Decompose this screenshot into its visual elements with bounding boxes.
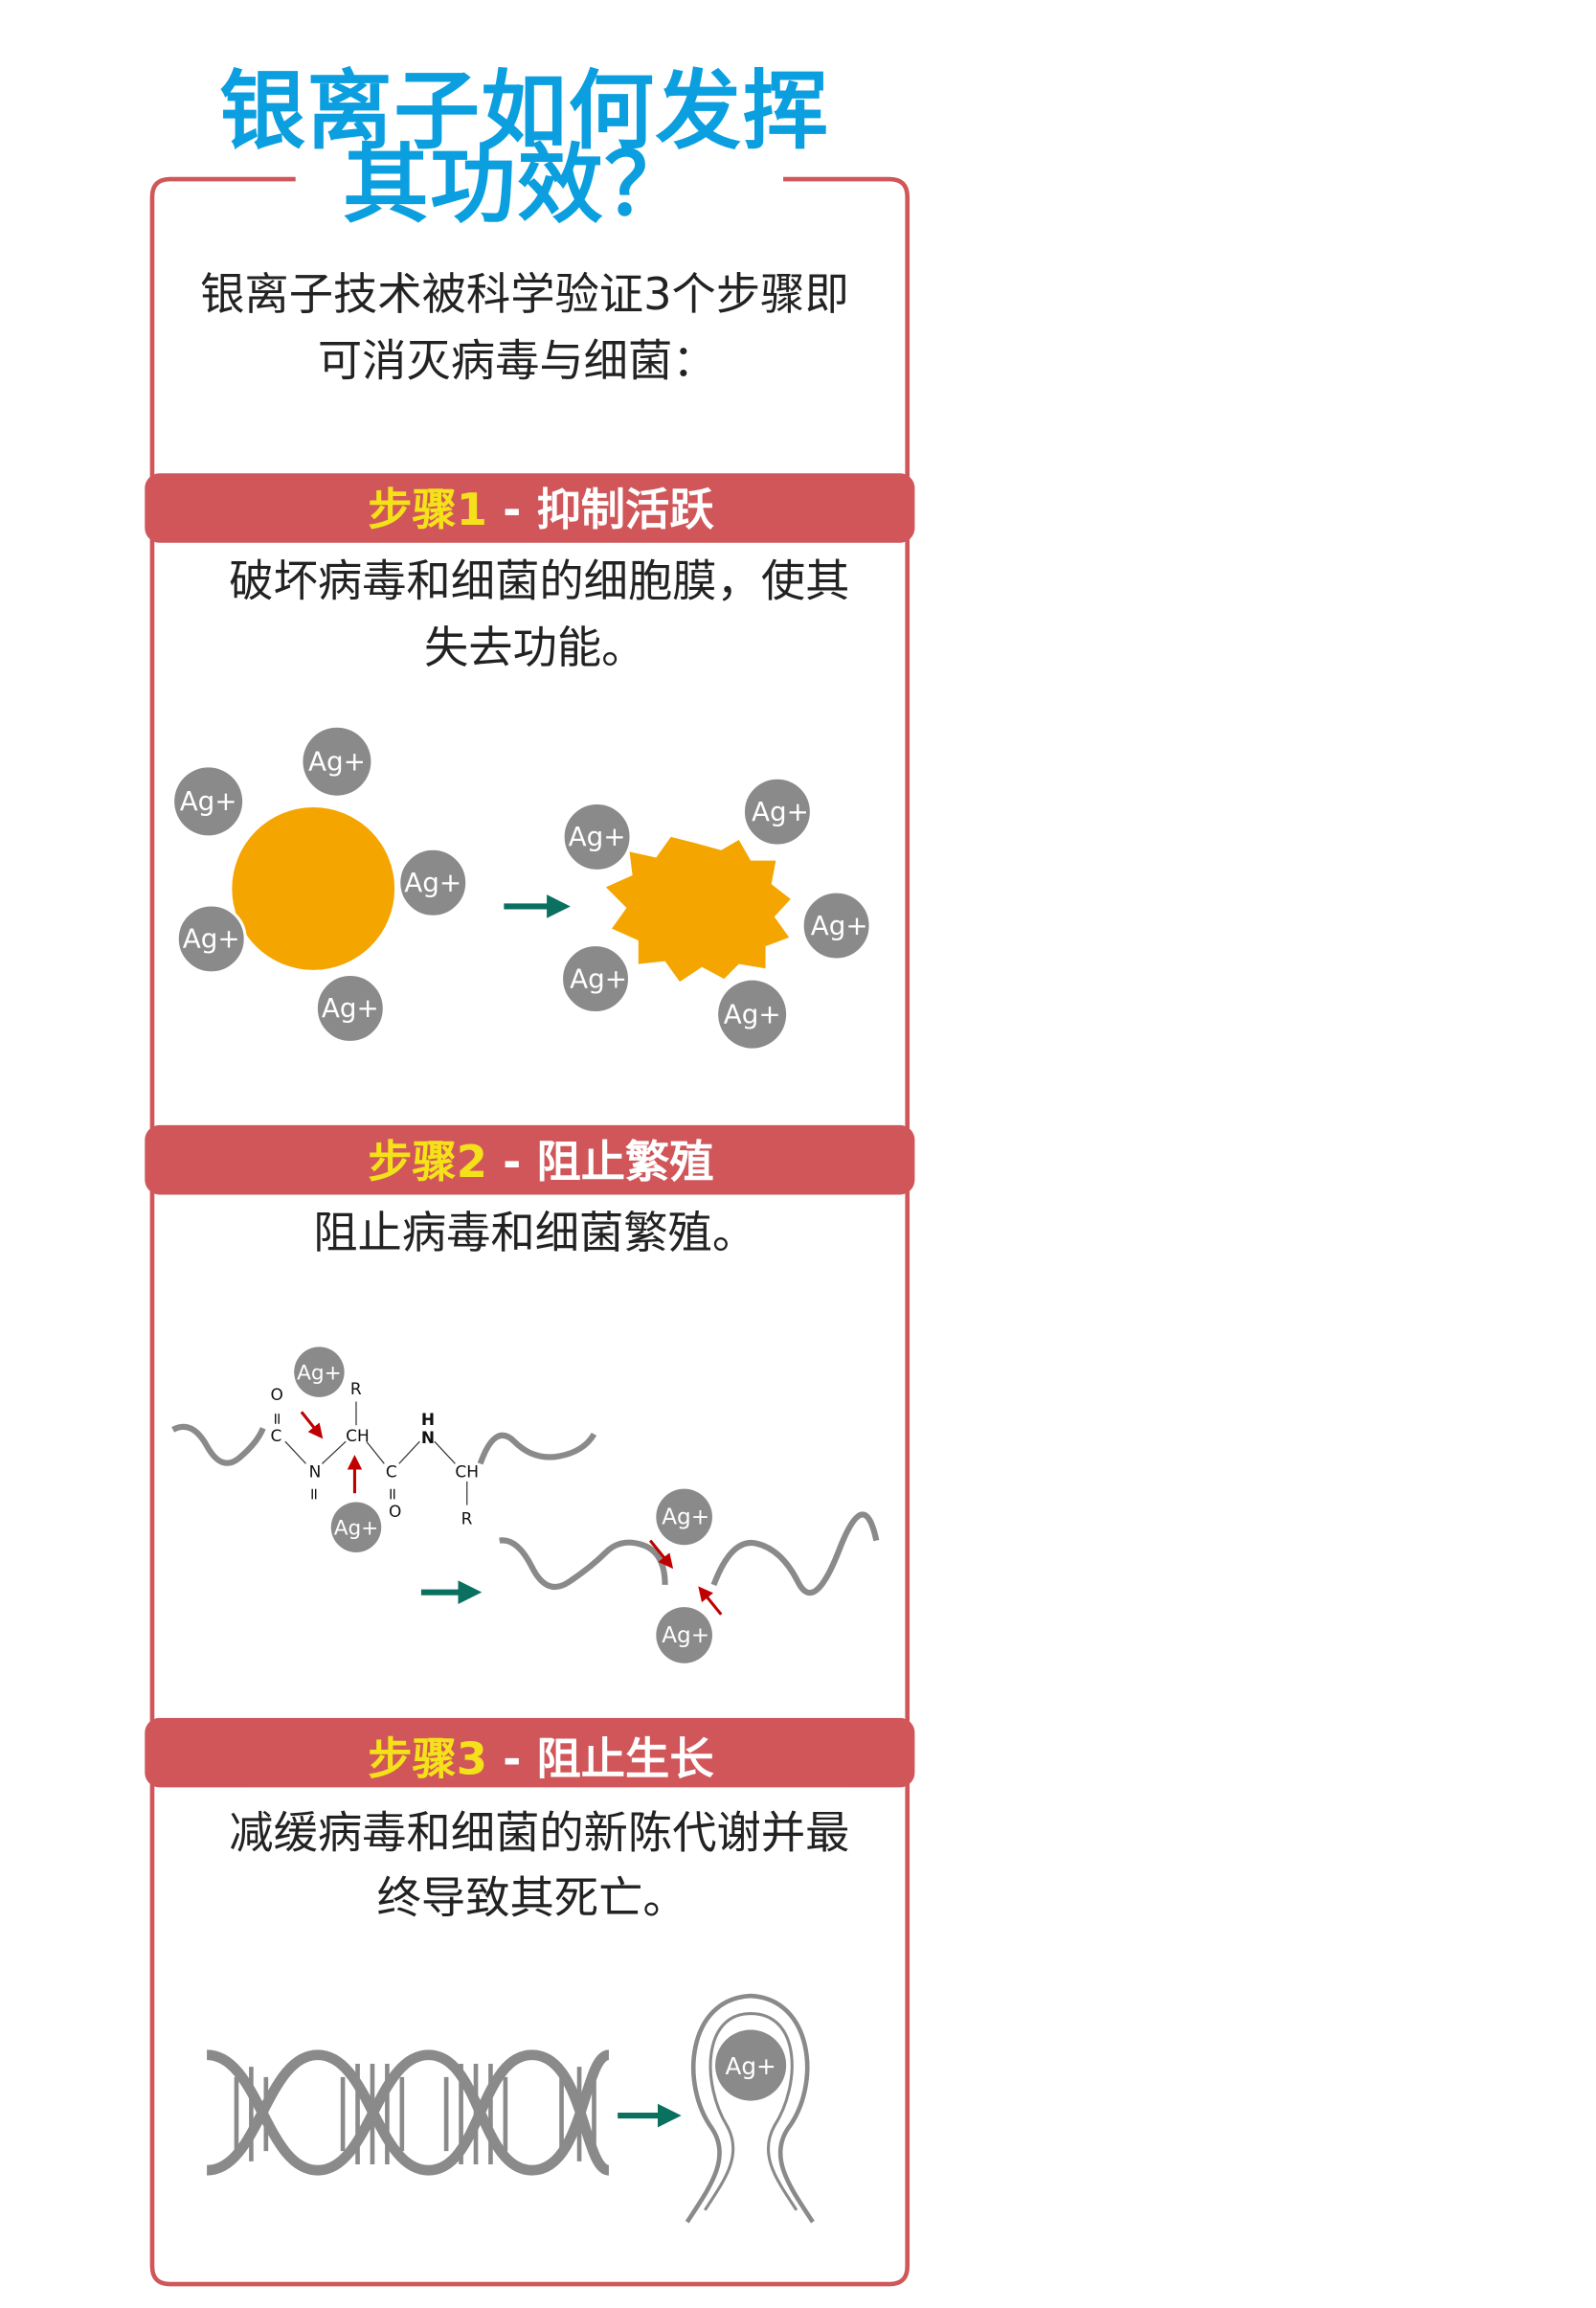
svg-text:CH: CH [455,1462,479,1482]
ion: Ag+ [397,847,469,918]
step3-header: 步骤3 - 阻止生长 [145,1717,915,1788]
svg-text:N: N [309,1462,322,1482]
ion: Ag+ [718,980,787,1049]
ion: Ag+ [175,903,247,975]
step3-desc2: 终导致其死亡。 [377,1872,687,1924]
step1-label: 步骤1 [368,484,487,535]
step1-illustration: Ag+ Ag+ Ag+ Ag+ Ag+ Ag+ Ag+ Ag+ Ag+ Ag+ [174,727,872,1049]
svg-text:=: = [304,1487,324,1501]
ion: Ag+ [559,943,632,1015]
title-line1: 银离子如何发挥 [219,62,829,162]
frame-border [149,176,910,2287]
ion: Ag+ [800,890,872,962]
step1-header: 步骤1 - 抑制活跃 [145,473,915,543]
step1-name: 抑制活跃 [536,484,714,535]
ion: Ag+ [174,767,243,836]
red-arrow-icon [698,1586,723,1616]
svg-text:步骤3 - 阻止生长: 步骤3 - 阻止生长 [368,1733,714,1785]
step1-desc1: 破坏病毒和细菌的细胞膜，使其 [229,554,849,606]
protein-chain [477,1432,597,1465]
step1-desc2: 失去功能。 [424,622,645,673]
step3-desc1: 减缓病毒和细菌的新陈代谢并最 [229,1807,849,1859]
svg-text:Ag+: Ag+ [308,745,366,777]
svg-text:Ag+: Ag+ [322,992,379,1024]
red-arrow-icon [300,1411,324,1439]
svg-text:C: C [270,1427,281,1446]
step3-illustration: Ag+ [206,1993,815,2224]
bacterium-intact [232,807,395,970]
ion: Ag+ [561,801,633,872]
svg-text:Ag+: Ag+ [180,785,237,817]
svg-text:步骤2 - 阻止繁殖: 步骤2 - 阻止繁殖 [368,1136,713,1188]
svg-text:Ag+: Ag+ [570,962,627,994]
svg-text:Ag+: Ag+ [662,1505,709,1530]
step1-sep: - [487,484,536,535]
step2-label: 步骤2 [368,1136,487,1188]
step2-desc: 阻止病毒和细菌繁殖。 [313,1207,756,1258]
dna-hairpin [703,2012,798,2211]
step2-sep: - [487,1136,536,1188]
intro-line2: 可消灭病毒与细菌： [318,334,717,386]
step2-illustration: O C N CH R C O H N CH R = = = Ag+ Ag+ Ag+ Ag+ [171,1346,880,1663]
svg-text:H: H [421,1411,435,1430]
svg-text:R: R [350,1380,362,1399]
svg-text:C: C [386,1462,397,1482]
red-arrow-icon [648,1539,674,1570]
svg-text:Ag+: Ag+ [183,923,240,955]
ion: Ag+ [741,776,813,848]
bacterium-ruptured [605,836,791,983]
svg-text:Ag+: Ag+ [811,910,868,941]
broken-chain [710,1511,880,1596]
svg-text:Ag+: Ag+ [569,821,626,852]
step3-name: 阻止生长 [536,1733,714,1785]
svg-text:Ag+: Ag+ [297,1361,342,1385]
svg-text:Ag+: Ag+ [404,867,461,898]
ion: Ag+ [294,1346,345,1397]
svg-text:O: O [270,1386,282,1405]
svg-text:CH: CH [346,1427,370,1446]
ion: Ag+ [656,1607,712,1663]
svg-text:步骤1 - 抑制活跃: 步骤1 - 抑制活跃 [368,484,714,535]
svg-text:R: R [461,1510,473,1529]
step2-header: 步骤2 - 阻止繁殖 [145,1124,915,1195]
ion: Ag+ [656,1488,712,1546]
protein-chain [171,1423,266,1466]
ion: Ag+ [330,1502,382,1552]
ion: Ag+ [715,2029,787,2101]
intro-line1: 银离子技术被科学验证3个步骤即 [200,268,849,320]
svg-text:=: = [382,1487,401,1501]
title-line2: 其功效？ [343,136,691,236]
svg-text:Ag+: Ag+ [724,998,781,1030]
step2-name: 阻止繁殖 [536,1136,713,1188]
svg-text:Ag+: Ag+ [662,1623,709,1648]
step3-sep: - [487,1733,536,1785]
ion: Ag+ [303,727,371,796]
dna-hairpin [685,1993,815,2224]
svg-text:O: O [389,1503,401,1522]
broken-chain [499,1537,668,1590]
svg-text:N: N [421,1429,435,1448]
svg-text:=: = [267,1412,286,1425]
dna-helix [206,2049,611,2176]
svg-text:Ag+: Ag+ [334,1516,379,1540]
svg-text:Ag+: Ag+ [752,796,809,827]
ion: Ag+ [314,972,386,1045]
step3-label: 步骤3 [368,1733,487,1785]
svg-text:Ag+: Ag+ [725,2052,776,2080]
